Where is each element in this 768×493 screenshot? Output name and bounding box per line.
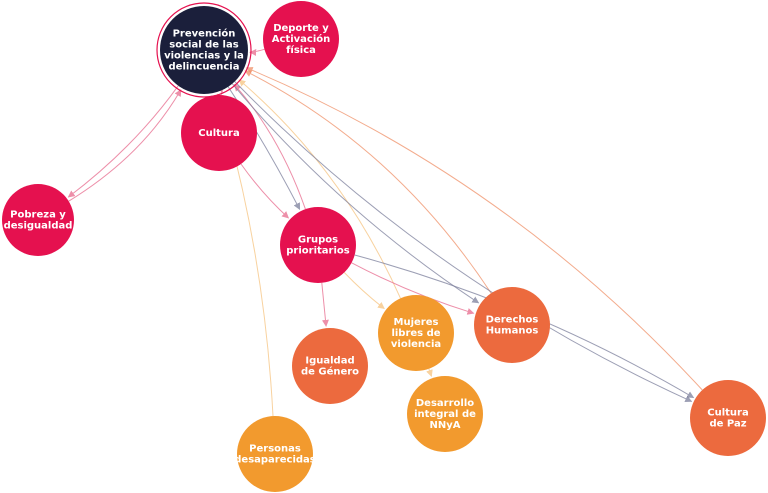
edge-prevencion-to-cultura_paz xyxy=(234,81,693,402)
edges-layer xyxy=(67,48,703,417)
edge-mujeres-to-desarrollo xyxy=(426,368,433,377)
node-circle[interactable] xyxy=(237,416,313,492)
edge-grupos-to-mujeres xyxy=(343,272,385,310)
edge-mujeres-to-prevencion xyxy=(238,79,401,299)
edge-prevencion-to-pobreza xyxy=(67,85,179,198)
edge-derechos-to-prevencion xyxy=(244,70,492,294)
edge-pobreza-to-prevencion xyxy=(68,89,182,202)
node-circle[interactable] xyxy=(181,95,257,171)
node-circle[interactable] xyxy=(263,1,339,77)
node-highlight-ring xyxy=(156,2,252,98)
node-circle[interactable] xyxy=(292,328,368,404)
node-circle[interactable] xyxy=(2,184,74,256)
node-circle[interactable] xyxy=(160,6,248,94)
node-circle[interactable] xyxy=(378,295,454,371)
edge-prevencion-to-derechos xyxy=(231,83,480,304)
edge-grupos-to-prevencion xyxy=(233,83,306,210)
node-circle[interactable] xyxy=(690,380,766,456)
edge-cultura_paz-to-prevencion xyxy=(245,67,703,391)
node-cultura[interactable]: Cultura xyxy=(181,95,257,171)
node-circle[interactable] xyxy=(474,287,550,363)
edge-grupos-to-derechos xyxy=(351,262,475,315)
edge-deporte-to-prevencion xyxy=(249,48,265,56)
edge-cultura-to-grupos xyxy=(240,163,290,219)
edge-grupos-to-igualdad xyxy=(321,282,329,327)
node-circle[interactable] xyxy=(280,207,356,283)
node-circle[interactable] xyxy=(407,376,483,452)
